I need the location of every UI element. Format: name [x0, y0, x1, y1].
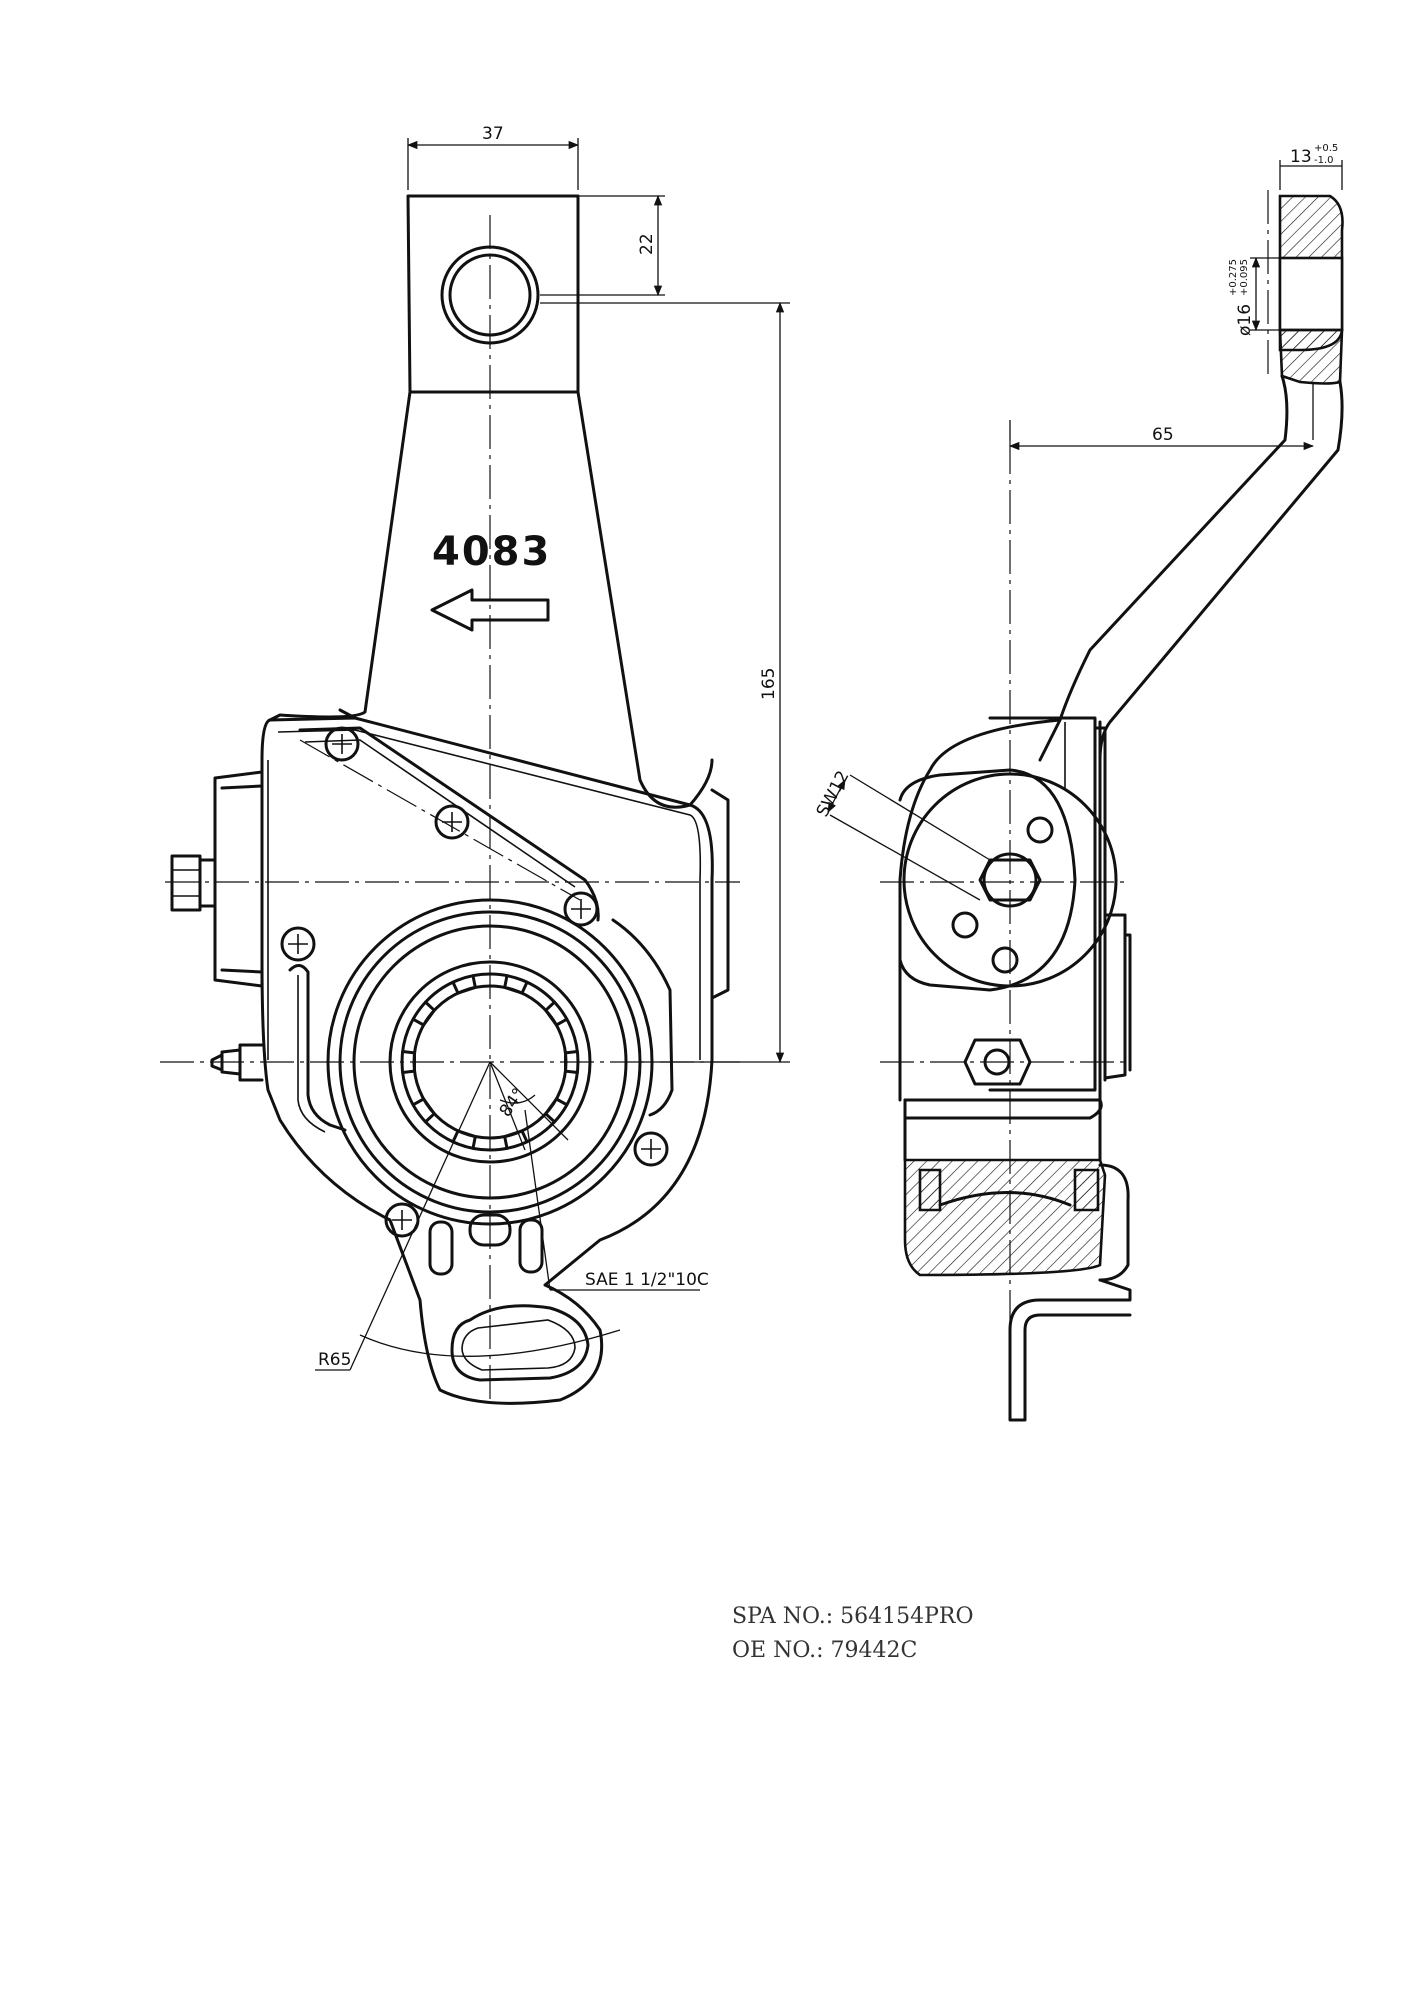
- screw-icon: [563, 891, 599, 927]
- screw-icon: [633, 1131, 669, 1167]
- screw-icon: [434, 804, 470, 840]
- spline-tooth: [401, 1050, 416, 1074]
- radius-label: R65: [318, 1350, 351, 1370]
- hole-offset-dim: 22: [637, 233, 657, 255]
- spline-tooth: [451, 974, 477, 995]
- screw-icon: [324, 726, 360, 762]
- spline-tooth: [411, 1097, 436, 1124]
- spline-teeth: [401, 974, 579, 1150]
- wrench-size-dim: SW12: [813, 767, 854, 820]
- hole-diameter-dim: ø16: [1235, 304, 1255, 336]
- part-marking: 4083: [432, 529, 551, 575]
- spline-tooth: [544, 1000, 569, 1027]
- spline-tooth: [503, 1129, 529, 1150]
- thickness-tol-upper: +0.5: [1314, 143, 1338, 154]
- side-view: 65 13 +0.5 -1.0 ø16 +0.275 +0.095 SW12: [813, 143, 1344, 1422]
- spa-number: SPA NO.: 564154PRO: [732, 1604, 974, 1629]
- oe-number: OE NO.: 79442C: [732, 1638, 918, 1663]
- hole-tol-upper: +0.275: [1228, 259, 1239, 296]
- thickness-tol-lower: -1.0: [1314, 155, 1334, 166]
- spline-tooth: [503, 974, 529, 995]
- side-offset-dim: 65: [1152, 425, 1174, 445]
- spline-label: SAE 1 1/2"10C: [585, 1270, 709, 1290]
- hole-tol-lower: +0.095: [1239, 259, 1250, 296]
- spline-tooth: [411, 1000, 436, 1027]
- arm-width-dim: 37: [482, 124, 504, 144]
- center-distance-dim: 165: [759, 668, 779, 700]
- front-view: R65 84° SAE 1 1/2"10C 37 22 165 4083: [160, 124, 790, 1405]
- thickness-dim: 13: [1290, 147, 1312, 167]
- screw-icon: [280, 926, 316, 962]
- spline-tooth: [544, 1097, 569, 1124]
- spline-tooth: [564, 1050, 579, 1074]
